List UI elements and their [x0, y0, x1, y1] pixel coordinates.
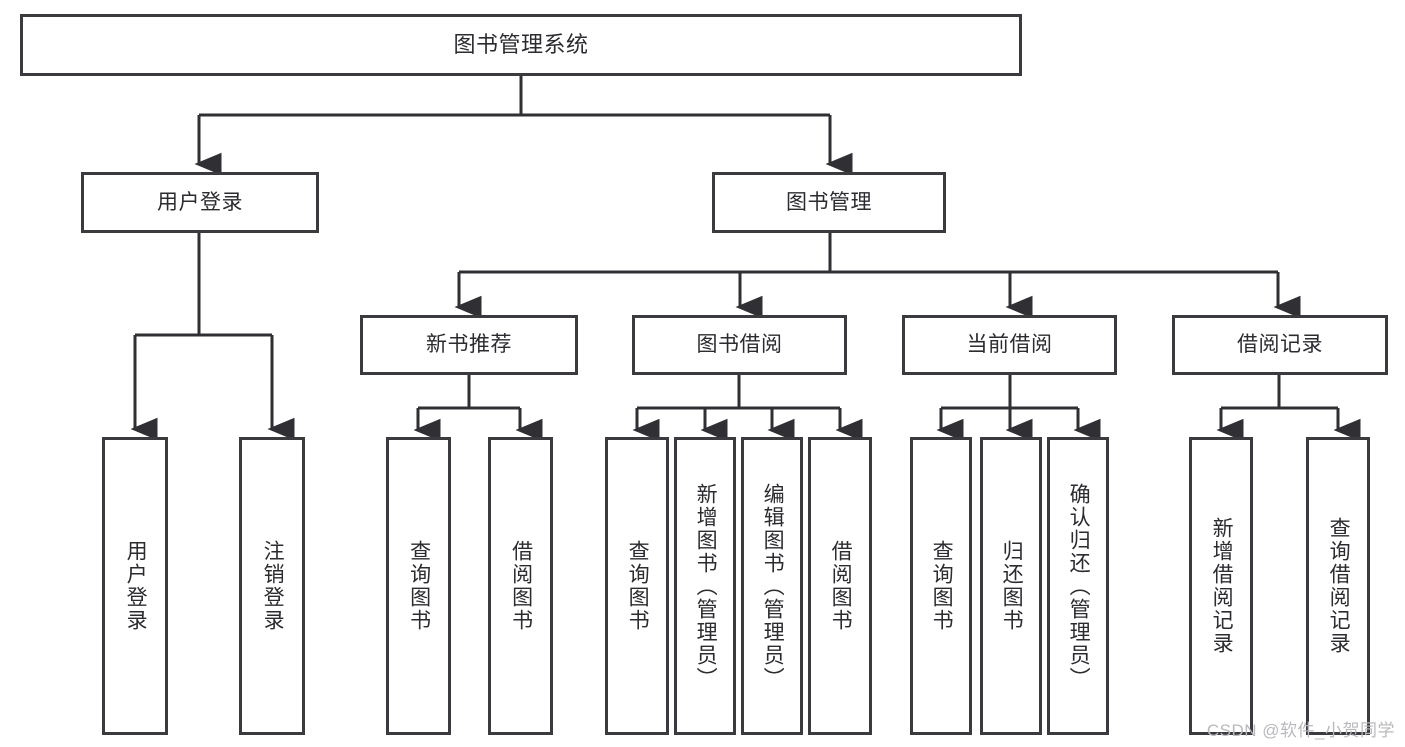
leaf-label: 查询图书: [626, 540, 650, 632]
leaf-label: 新增借阅记录: [1210, 517, 1234, 655]
leaf-add-book-admin[interactable]: 新增图书（管理员）: [674, 437, 736, 735]
leaf-borrow-book[interactable]: 借阅图书: [808, 437, 872, 735]
leaf-query-borrow-record[interactable]: 查询借阅记录: [1306, 437, 1370, 735]
leaf-label: 编辑图书（管理员）: [761, 482, 785, 690]
leaf-label: 归还图书: [1000, 540, 1024, 632]
leaf-label: 查询图书: [930, 540, 954, 632]
node-new-book-recommend[interactable]: 新书推荐: [360, 315, 578, 375]
leaf-edit-book-admin[interactable]: 编辑图书（管理员）: [741, 437, 803, 735]
leaf-return-book[interactable]: 归还图书: [980, 437, 1042, 735]
leaf-label: 查询借阅记录: [1327, 517, 1351, 655]
leaf-label: 新增图书（管理员）: [694, 482, 718, 690]
leaf-logout-login[interactable]: 注销登录: [239, 437, 305, 735]
node-user-login[interactable]: 用户登录: [81, 172, 319, 233]
watermark-text: CSDN @软件_小贺同学: [1206, 721, 1395, 740]
node-book-borrow[interactable]: 图书借阅: [632, 315, 847, 375]
leaf-label: 确认归还（管理员）: [1067, 482, 1091, 690]
leaf-label: 用户登录: [124, 540, 148, 632]
node-borrow-record[interactable]: 借阅记录: [1172, 315, 1388, 375]
leaf-label: 查询图书: [407, 540, 431, 632]
leaf-query-book-current[interactable]: 查询图书: [910, 437, 972, 735]
leaf-add-borrow-record[interactable]: 新增借阅记录: [1189, 437, 1253, 735]
leaf-label: 借阅图书: [829, 540, 853, 632]
leaf-query-book-borrow[interactable]: 查询图书: [605, 437, 669, 735]
leaf-query-book-recommend[interactable]: 查询图书: [386, 437, 451, 735]
leaf-borrow-book-recommend[interactable]: 借阅图书: [488, 437, 553, 735]
node-book-management[interactable]: 图书管理: [712, 172, 946, 233]
leaf-label: 注销登录: [261, 540, 285, 632]
leaf-user-login[interactable]: 用户登录: [102, 437, 168, 735]
node-root-system[interactable]: 图书管理系统: [20, 14, 1022, 76]
node-current-borrow[interactable]: 当前借阅: [902, 315, 1117, 375]
leaf-confirm-return-admin[interactable]: 确认归还（管理员）: [1047, 437, 1109, 735]
leaf-label: 借阅图书: [509, 540, 533, 632]
